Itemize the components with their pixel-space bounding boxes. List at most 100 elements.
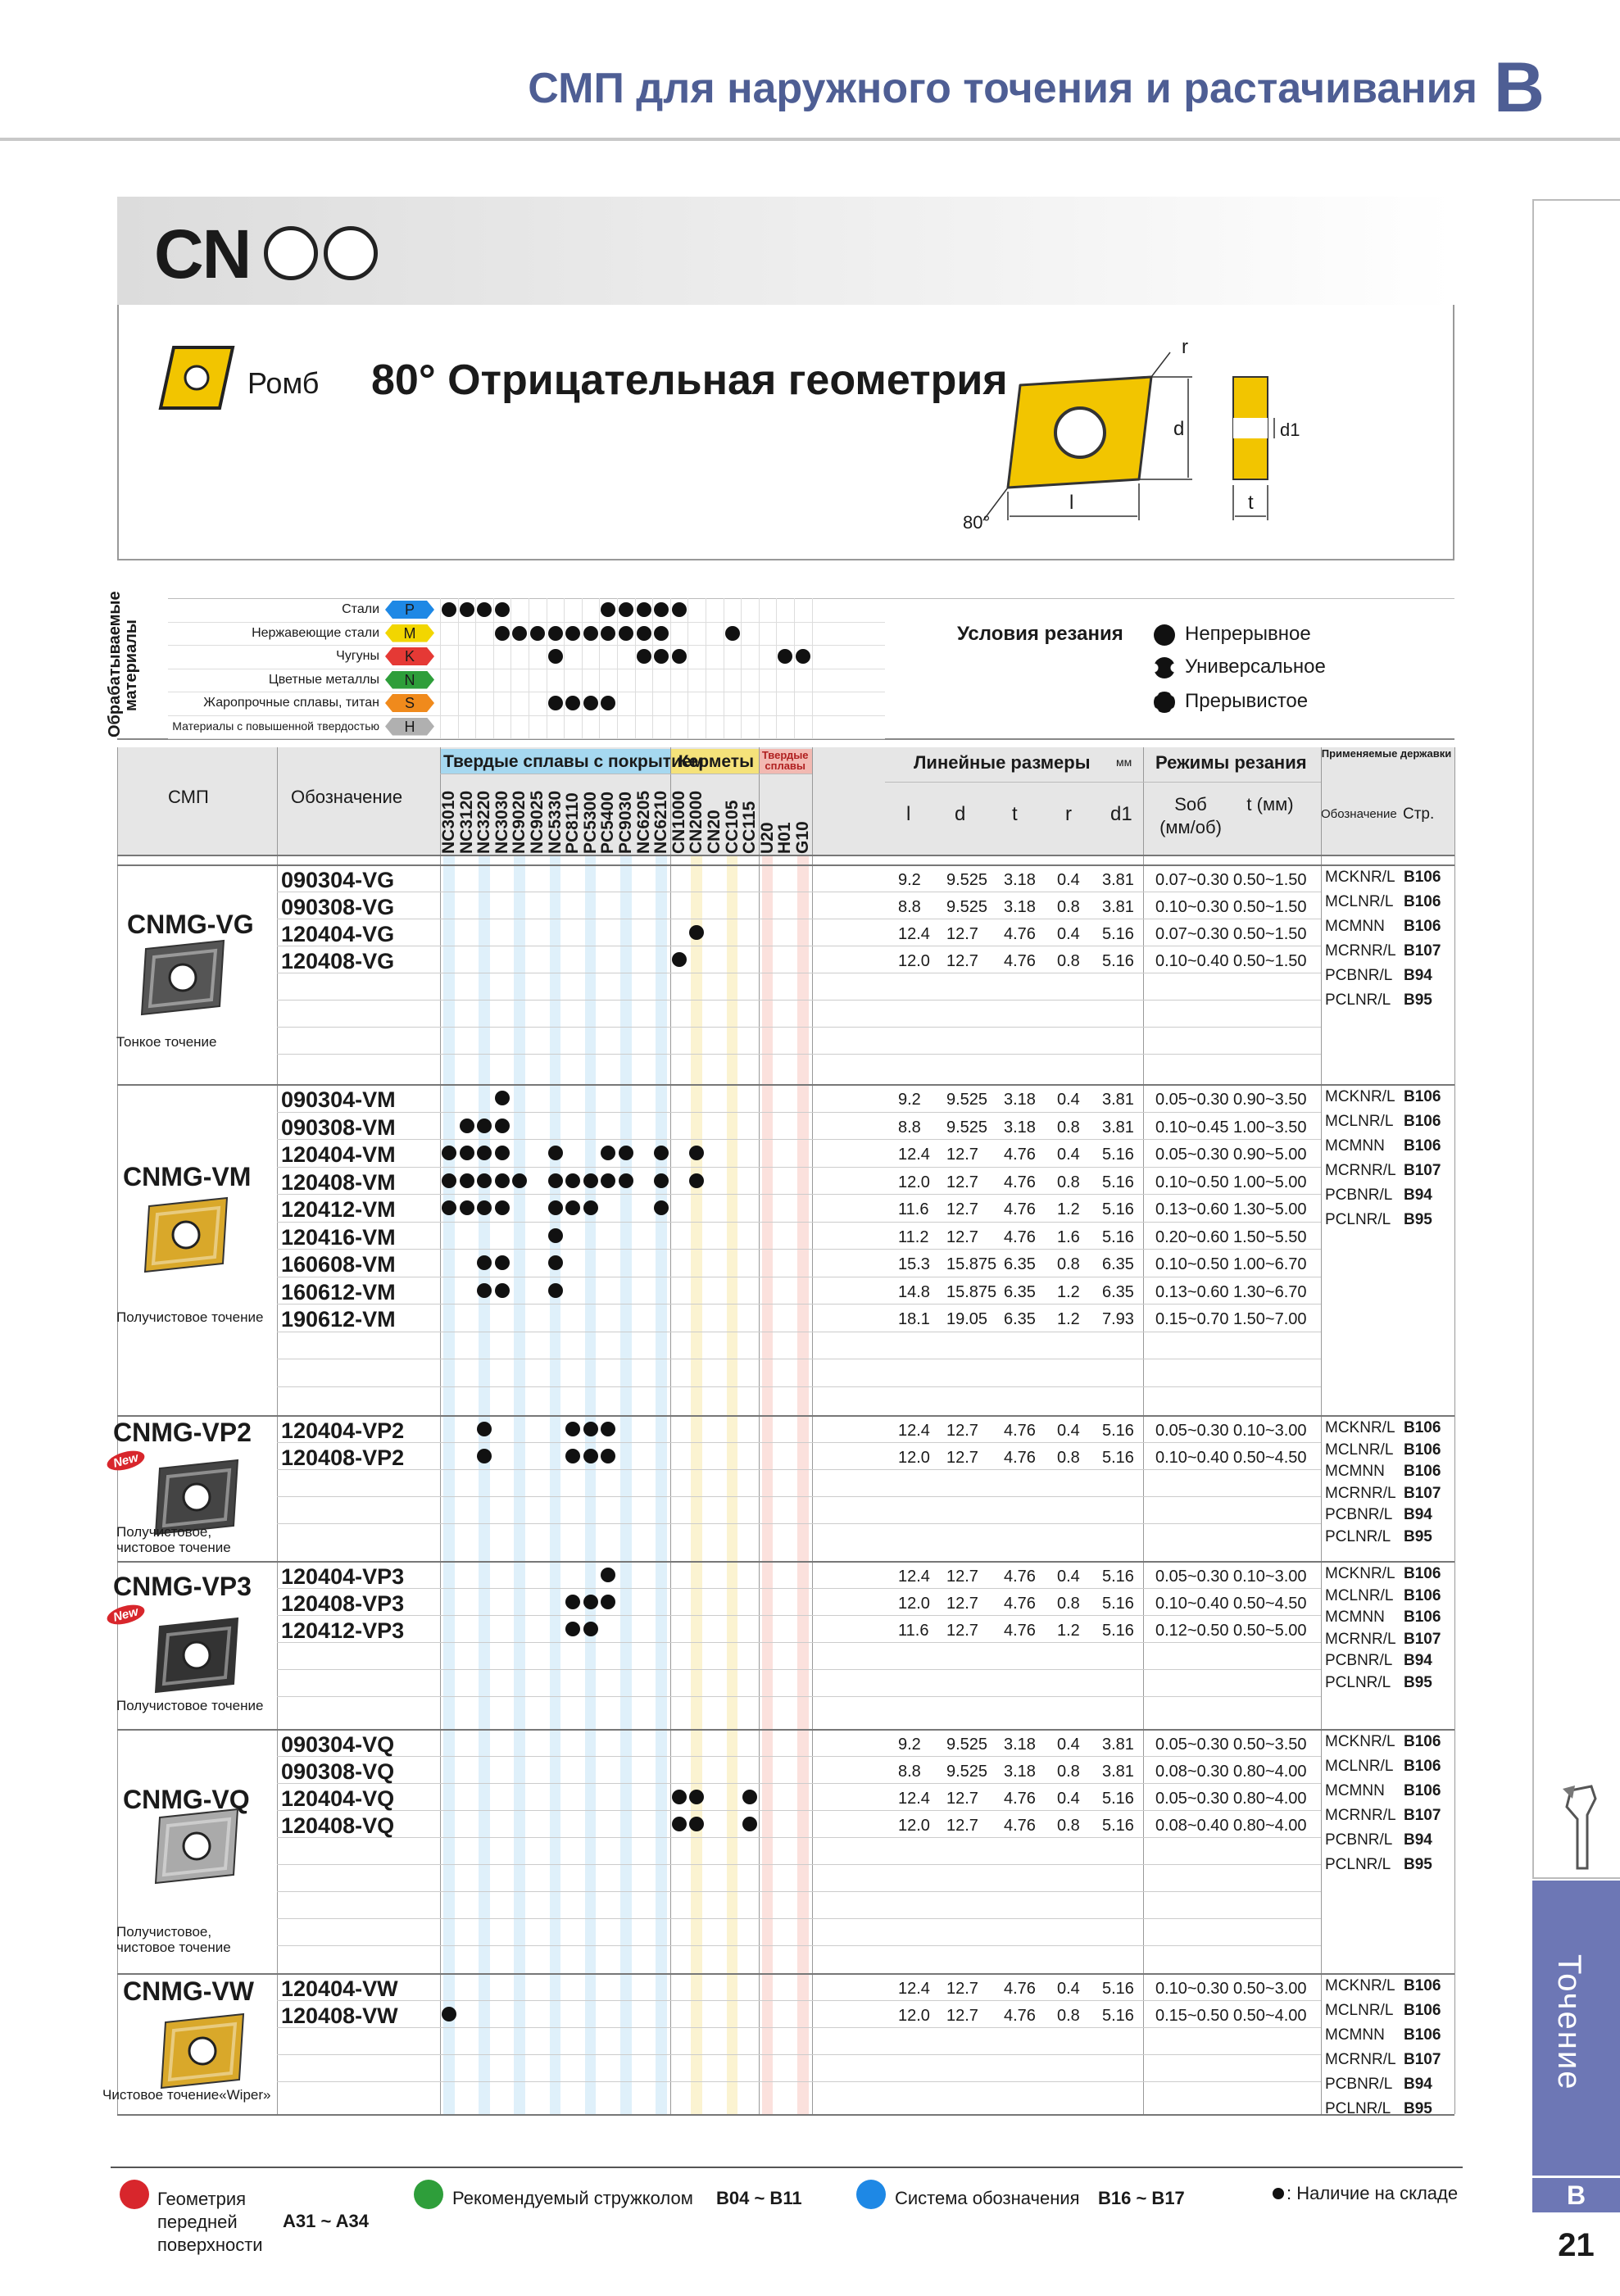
insert-code[interactable]: 120404-VQ <box>281 1786 395 1811</box>
holder-page[interactable]: B106 <box>1404 1609 1441 1626</box>
holder-code[interactable]: MCRNR/L <box>1325 1484 1396 1502</box>
insert-code[interactable]: 120416-VM <box>281 1224 396 1250</box>
holder-page[interactable]: B107 <box>1404 2051 1441 2068</box>
holder-page[interactable]: B107 <box>1404 1807 1441 1824</box>
holder-code[interactable]: MCMNN <box>1325 2026 1385 2044</box>
holder-code[interactable]: MCKNR/L <box>1325 869 1395 886</box>
side-tab-turning[interactable]: Точение <box>1532 1881 1620 2176</box>
holder-page[interactable]: B95 <box>1404 1527 1432 1545</box>
holder-page[interactable]: B106 <box>1404 893 1441 910</box>
insert-code[interactable]: 120404-VG <box>281 922 395 946</box>
insert-code[interactable]: 120412-VP3 <box>281 1618 405 1643</box>
holder-page[interactable]: B106 <box>1404 2002 1441 2019</box>
holder-code[interactable]: MCLNR/L <box>1325 2002 1394 2019</box>
holder-code[interactable]: PCLNR/L <box>1325 991 1391 1009</box>
holder-page[interactable]: B94 <box>1404 967 1432 984</box>
holder-page[interactable]: B106 <box>1404 1441 1441 1459</box>
holder-code[interactable]: PCBNR/L <box>1325 1187 1393 1204</box>
insert-code[interactable]: 160612-VM <box>281 1279 396 1305</box>
holder-code[interactable]: MCRNR/L <box>1325 2051 1396 2068</box>
holder-page[interactable]: B106 <box>1404 1977 1441 1994</box>
insert-code[interactable]: 190612-VM <box>281 1307 396 1332</box>
insert-code[interactable]: 120404-VP3 <box>281 1564 405 1589</box>
holder-code[interactable]: PCLNR/L <box>1325 1527 1391 1545</box>
holder-code[interactable]: PCLNR/L <box>1325 1211 1391 1228</box>
holder-page[interactable]: B95 <box>1404 1856 1432 1873</box>
holder-page[interactable]: B95 <box>1404 991 1432 1009</box>
holder-page[interactable]: B106 <box>1404 2026 1441 2044</box>
holder-code[interactable]: MCKNR/L <box>1325 1419 1395 1436</box>
holder-code[interactable]: PCBNR/L <box>1325 1831 1393 1849</box>
insert-code[interactable]: 120404-VP2 <box>281 1418 405 1443</box>
holder-code[interactable]: MCLNR/L <box>1325 893 1394 910</box>
holder-code[interactable]: MCRNR/L <box>1325 1162 1396 1179</box>
holder-page[interactable]: B95 <box>1404 1673 1432 1691</box>
holder-page[interactable]: B106 <box>1404 1733 1441 1750</box>
insert-code[interactable]: 090308-VQ <box>281 1759 395 1784</box>
holder-page[interactable]: B94 <box>1404 1831 1432 1849</box>
holder-page[interactable]: B106 <box>1404 1586 1441 1604</box>
footer-rake-ref[interactable]: A31 ~ A34 <box>283 2211 369 2231</box>
holder-code[interactable]: PCLNR/L <box>1325 2100 1391 2117</box>
holder-code[interactable]: MCRNR/L <box>1325 1807 1396 1824</box>
holder-page[interactable]: B106 <box>1404 869 1441 886</box>
holder-page[interactable]: B106 <box>1404 1463 1441 1480</box>
insert-code[interactable]: 160608-VM <box>281 1252 396 1277</box>
holder-code[interactable]: MCLNR/L <box>1325 1113 1394 1130</box>
footer-designation-text[interactable]: Система обозначения <box>895 2188 1080 2208</box>
holder-code[interactable]: MCLNR/L <box>1325 1441 1394 1459</box>
holder-page[interactable]: B107 <box>1404 1630 1441 1648</box>
holder-code[interactable]: MCKNR/L <box>1325 1565 1395 1582</box>
holder-code[interactable]: MCKNR/L <box>1325 1733 1395 1750</box>
insert-code[interactable]: 120408-VG <box>281 949 395 973</box>
holder-page[interactable]: B106 <box>1404 1758 1441 1775</box>
holder-page[interactable]: B106 <box>1404 1565 1441 1582</box>
holder-code[interactable]: MCRNR/L <box>1325 942 1396 960</box>
footer-designation-ref[interactable]: B16 ~ B17 <box>1098 2188 1185 2208</box>
holder-code[interactable]: MCMNN <box>1325 1463 1385 1480</box>
insert-code[interactable]: 120404-VW <box>281 1976 398 2001</box>
holder-page[interactable]: B94 <box>1404 2076 1432 2093</box>
holder-code[interactable]: MCMNN <box>1325 1609 1385 1626</box>
insert-code[interactable]: 090304-VM <box>281 1087 396 1112</box>
insert-code[interactable]: 090308-VM <box>281 1114 396 1140</box>
holder-page[interactable]: B106 <box>1404 918 1441 935</box>
insert-code[interactable]: 120408-VQ <box>281 1813 395 1838</box>
holder-code[interactable]: MCMNN <box>1325 1137 1385 1155</box>
holder-code[interactable]: MCLNR/L <box>1325 1586 1394 1604</box>
insert-code[interactable]: 090304-VG <box>281 868 395 892</box>
holder-code[interactable]: PCLNR/L <box>1325 1673 1391 1691</box>
holder-code[interactable]: MCRNR/L <box>1325 1630 1396 1648</box>
holder-code[interactable]: MCMNN <box>1325 918 1385 935</box>
insert-code[interactable]: 120408-VP2 <box>281 1445 405 1470</box>
holder-page[interactable]: B107 <box>1404 1162 1441 1179</box>
holder-page[interactable]: B106 <box>1404 1088 1441 1105</box>
insert-code[interactable]: 120404-VM <box>281 1142 396 1167</box>
holder-page[interactable]: B95 <box>1404 1211 1432 1228</box>
footer-chipbreaker-text[interactable]: Рекомендуемый стружколом <box>452 2188 693 2208</box>
holder-page[interactable]: B95 <box>1404 2100 1432 2117</box>
holder-page[interactable]: B106 <box>1404 1782 1441 1799</box>
insert-code[interactable]: 090308-VG <box>281 895 395 919</box>
holder-code[interactable]: PCLNR/L <box>1325 1856 1391 1873</box>
holder-page[interactable]: B106 <box>1404 1137 1441 1155</box>
insert-code[interactable]: 120408-VM <box>281 1169 396 1195</box>
footer-rake-text[interactable]: Геометрия передней поверхности <box>157 2189 263 2255</box>
insert-code[interactable]: 090304-VQ <box>281 1732 395 1757</box>
holder-code[interactable]: MCLNR/L <box>1325 1758 1394 1775</box>
insert-code[interactable]: 120408-VW <box>281 2003 398 2028</box>
holder-page[interactable]: B94 <box>1404 1652 1432 1669</box>
holder-page[interactable]: B106 <box>1404 1113 1441 1130</box>
holder-page[interactable]: B107 <box>1404 1484 1441 1502</box>
holder-code[interactable]: MCKNR/L <box>1325 1088 1395 1105</box>
holder-code[interactable]: MCKNR/L <box>1325 1977 1395 1994</box>
holder-page[interactable]: B94 <box>1404 1187 1432 1204</box>
footer-chipbreaker-ref[interactable]: B04 ~ B11 <box>716 2188 802 2208</box>
holder-code[interactable]: PCBNR/L <box>1325 1652 1393 1669</box>
holder-code[interactable]: PCBNR/L <box>1325 2076 1393 2093</box>
insert-code[interactable]: 120412-VM <box>281 1197 396 1222</box>
holder-code[interactable]: MCMNN <box>1325 1782 1385 1799</box>
insert-code[interactable]: 120408-VP3 <box>281 1591 405 1616</box>
holder-page[interactable]: B94 <box>1404 1506 1432 1523</box>
holder-code[interactable]: PCBNR/L <box>1325 967 1393 984</box>
